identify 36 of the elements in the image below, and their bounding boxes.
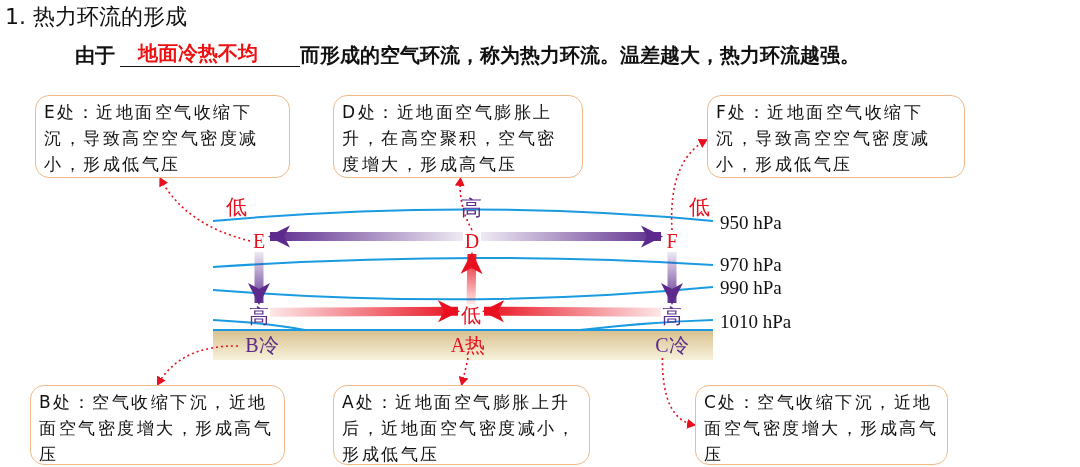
isobar-label: 990 hPa bbox=[720, 276, 782, 300]
callout-box: C处：空气收缩下沉，近地面空气密度增大，形成高气压 bbox=[695, 385, 948, 465]
pressure-label: 低 bbox=[689, 194, 710, 220]
callout-box: A处：近地面空气膨胀上升后，近地面空气密度减小，形成低气压 bbox=[333, 385, 590, 465]
callout-box: B处：空气收缩下沉，近地面空气密度增大，形成高气压 bbox=[30, 385, 285, 465]
isobar-label: 970 hPa bbox=[720, 253, 782, 277]
arrow bbox=[460, 252, 483, 305]
leader-line bbox=[661, 357, 696, 429]
section-title: 1. 热力环流的形成 bbox=[5, 4, 187, 30]
callout-box: D处：近地面空气膨胀上升，在高空聚积，空气密度增大，形成高气压 bbox=[333, 95, 583, 178]
location-label: C冷 bbox=[648, 334, 696, 358]
location-label: E bbox=[250, 230, 268, 252]
isobar-label: 1010 hPa bbox=[720, 310, 792, 334]
callout-box: E处：近地面空气收缩下沉，导致高空空气密度减小，形成低气压 bbox=[35, 95, 290, 178]
arrow bbox=[248, 252, 270, 305]
location-label: A热 bbox=[444, 334, 492, 358]
arrow bbox=[481, 225, 663, 248]
pressure-label: 低 bbox=[460, 304, 482, 328]
leader-line bbox=[670, 139, 708, 231]
leader-line bbox=[458, 357, 469, 386]
isobar-label: 950 hPa bbox=[720, 211, 782, 235]
callout-box: F处：近地面空气收缩下沉，导致高空空气密度减小，形成低气压 bbox=[707, 95, 965, 178]
sentence-text: 由于 bbox=[75, 42, 115, 68]
sentence-text: 而形成的空气环流，称为热力环流。温差越大，热力环流越强。 bbox=[300, 42, 860, 68]
location-label: B冷 bbox=[238, 334, 286, 358]
fill-in-line: 地面冷热不均 bbox=[120, 40, 300, 67]
pressure-label: 低 bbox=[226, 194, 247, 220]
leader-line bbox=[156, 345, 239, 386]
arrow bbox=[269, 300, 460, 323]
leader-line bbox=[159, 177, 251, 242]
arrow bbox=[268, 225, 463, 248]
arrow bbox=[661, 252, 683, 305]
pressure-label: 高 bbox=[248, 305, 270, 329]
location-label: F bbox=[663, 230, 681, 252]
arrow bbox=[482, 300, 662, 323]
location-label: D bbox=[463, 230, 481, 252]
